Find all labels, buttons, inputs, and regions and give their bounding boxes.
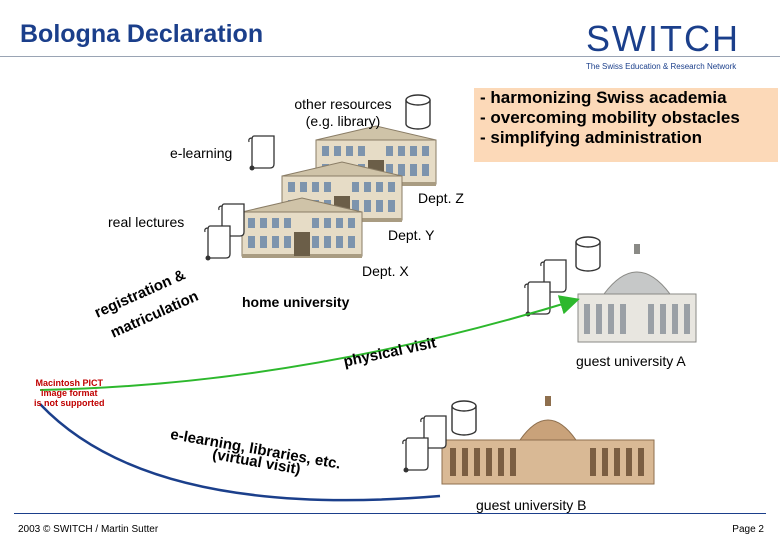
logo-tagline: The Swiss Education & Research Network xyxy=(586,62,737,71)
pict-placeholder: Macintosh PICT image format is not suppo… xyxy=(34,378,105,408)
dept-z-label: Dept. Z xyxy=(418,190,464,206)
switch-logo: SWITCH xyxy=(586,18,740,59)
physical-visit-arrow xyxy=(39,295,580,391)
elearning-label: e-learning xyxy=(170,145,233,161)
goal-item: - harmonizing Swiss academia xyxy=(480,88,727,107)
virtual-visit-curve xyxy=(39,403,441,502)
guest-university-a-label: guest university A xyxy=(576,353,686,369)
database-icon xyxy=(575,236,601,272)
real-lectures-label: real lectures xyxy=(108,214,185,230)
database-icon xyxy=(451,400,477,436)
other-resources-label: other resources (e.g. library) xyxy=(294,96,392,129)
database-icon xyxy=(405,94,431,130)
scroll-icon xyxy=(402,437,429,474)
scroll-icon xyxy=(248,135,275,172)
guest-university-b-label: guest university B xyxy=(476,497,587,513)
goal-item: - simplifying administration xyxy=(480,128,702,147)
page-number: Page 2 xyxy=(732,524,764,535)
guest-university-b-building xyxy=(441,396,655,485)
footer-rule xyxy=(14,513,766,514)
guest-university-a-building xyxy=(577,244,697,343)
home-university-label: home university xyxy=(242,294,350,310)
dept-y-label: Dept. Y xyxy=(388,227,435,243)
goals-box: - harmonizing Swiss academia - overcomin… xyxy=(474,88,778,162)
dept-x-label: Dept. X xyxy=(362,263,409,279)
header-rule xyxy=(0,56,780,57)
scroll-icon xyxy=(204,225,231,262)
goal-item: - overcoming mobility obstacles xyxy=(480,108,740,127)
page-title: Bologna Declaration xyxy=(20,20,264,48)
footer-copyright: 2003 © SWITCH / Martin Sutter xyxy=(18,524,159,535)
